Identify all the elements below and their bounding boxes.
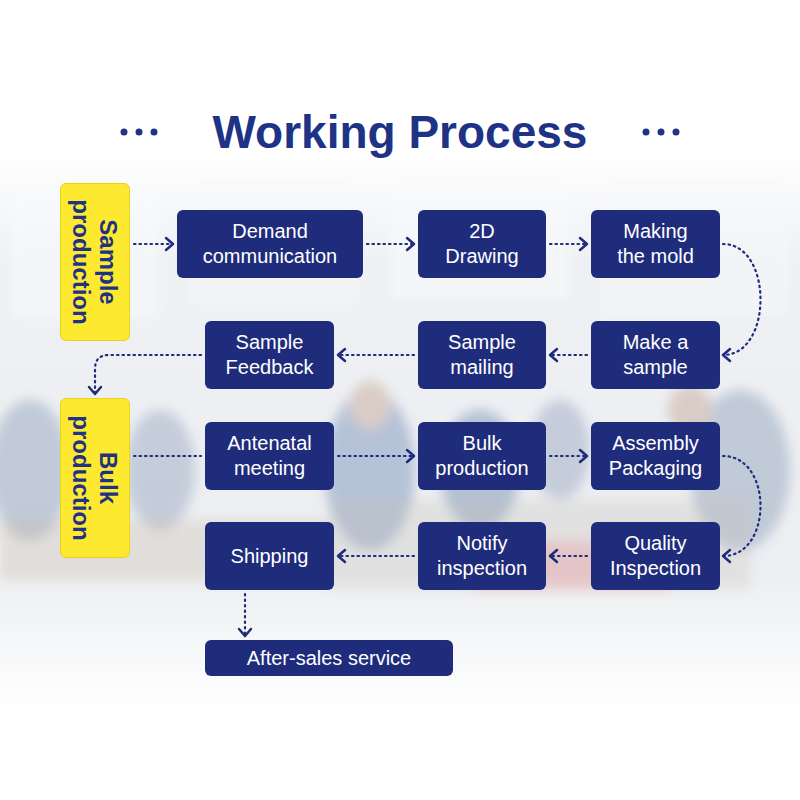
step-label: Making the mold (611, 219, 701, 269)
process-box: After-sales service (205, 640, 453, 676)
flow-connector (550, 550, 587, 562)
dotted-line (367, 243, 414, 245)
dotted-line (338, 455, 414, 457)
arrow-head (239, 629, 251, 636)
flow-connector (367, 238, 414, 250)
step-label: Shipping (231, 544, 309, 569)
stage-label: Sample production (68, 190, 122, 334)
stage-label: Bulk production (68, 405, 122, 551)
process-box: Sample Feedback (205, 321, 334, 389)
title-text: Working Process (213, 106, 588, 158)
process-box: Bulk production (418, 422, 546, 490)
step-label: Sample Feedback (220, 330, 320, 380)
arrow-head (338, 349, 345, 361)
flow-connector (338, 450, 414, 462)
flow-connector (134, 456, 201, 457)
step-label: Quality Inspection (602, 531, 710, 581)
step-label: Make a sample (611, 330, 701, 380)
process-box: Demand communication (177, 210, 363, 278)
step-label: Bulk production (428, 431, 536, 481)
dotted-line (338, 354, 414, 356)
arrow-head (580, 238, 587, 250)
flow-connector (134, 238, 173, 250)
flow-connector (723, 244, 761, 361)
dotted-line (550, 455, 587, 457)
flow-connector (89, 355, 201, 394)
dotted-line (95, 355, 201, 394)
dotted-line (550, 354, 587, 356)
process-box: Sample mailing (418, 321, 546, 389)
arrow-head (166, 238, 173, 250)
flow-connector (550, 349, 587, 361)
dotted-line (244, 594, 246, 636)
process-box: Shipping (205, 522, 334, 590)
dotted-line (550, 243, 587, 245)
dotted-line (550, 555, 587, 557)
arrow-head (338, 550, 345, 562)
step-label: 2D Drawing (442, 219, 522, 269)
step-label: Demand communication (195, 219, 345, 269)
dotted-line (338, 555, 414, 557)
flow-connector (550, 450, 587, 462)
dotted-line (723, 244, 761, 355)
flow-connector (338, 550, 414, 562)
dotted-line (134, 243, 173, 245)
arrow-head (723, 349, 730, 361)
step-label: Notify inspection (428, 531, 536, 581)
diagram-title: Working Process (0, 100, 800, 164)
flow-connector (338, 349, 414, 361)
process-box: Antenatal meeting (205, 422, 334, 490)
arrow-head (580, 450, 587, 462)
flow-connector (550, 238, 587, 250)
step-label: Assembly Packaging (602, 431, 710, 481)
process-box: Making the mold (591, 210, 720, 278)
step-label: Sample mailing (432, 330, 532, 380)
flow-connector (723, 456, 761, 562)
stage-tag: Bulk production (60, 398, 130, 558)
flow-connector (239, 594, 251, 636)
arrow-head (723, 550, 730, 562)
dotted-line (134, 455, 201, 457)
photo-ground (0, 150, 800, 710)
step-label: Antenatal meeting (217, 431, 322, 481)
step-label: After-sales service (247, 646, 412, 671)
arrow-head (550, 550, 557, 562)
arrow-head (550, 349, 557, 361)
dotted-line (723, 456, 761, 556)
process-box: Notify inspection (418, 522, 546, 590)
process-box: Make a sample (591, 321, 720, 389)
process-box: 2D Drawing (418, 210, 546, 278)
stage-tag: Sample production (60, 183, 130, 341)
arrow-head (89, 387, 101, 394)
process-box: Assembly Packaging (591, 422, 720, 490)
arrow-head (407, 238, 414, 250)
process-box: Quality Inspection (591, 522, 720, 590)
arrow-head (407, 450, 414, 462)
